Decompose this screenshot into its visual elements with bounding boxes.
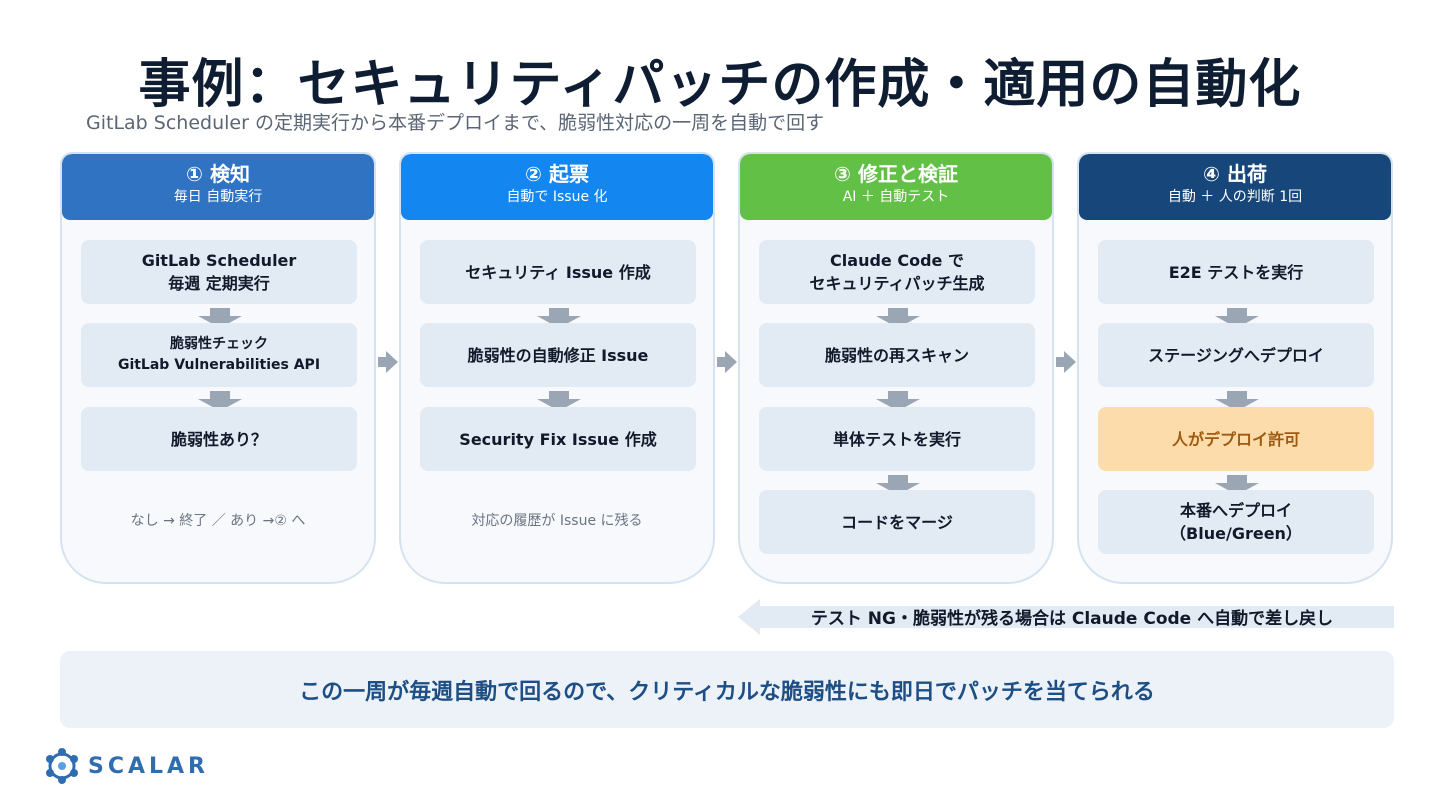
step-box: 本番へデプロイ （Blue/Green） (1098, 490, 1374, 554)
column-detect: ① 検知 毎日 自動実行 GitLab Scheduler 毎週 定期実行 脆弱… (60, 152, 376, 584)
column-subtitle: 自動で Issue 化 (506, 189, 608, 205)
step-box: 脆弱性の自動修正 Issue (420, 323, 696, 387)
step-line: セキュリティ Issue 作成 (465, 262, 651, 282)
step-line: 本番へデプロイ (1179, 501, 1292, 520)
column-subtitle: 毎日 自動実行 (173, 189, 263, 205)
step-line: 脆弱性あり？ (170, 429, 267, 449)
summary-banner: この一周が毎週自動で回るので、クリティカルな脆弱性にも即日でパッチを当てられる (60, 651, 1394, 728)
column-note: 対応の履歴が Issue に残る (471, 513, 643, 529)
step-line: コードをマージ (841, 512, 953, 532)
column-subtitle: AI ＋ 自動テスト (842, 189, 950, 205)
arrow-right-icon (1056, 351, 1076, 373)
column-subtitle: 自動 ＋ 人の判断 1回 (1167, 189, 1303, 205)
column-header: ② 起票 自動で Issue 化 (401, 154, 713, 220)
step-line: 人がデプロイ許可 (1171, 429, 1300, 449)
human-approval-box: 人がデプロイ許可 (1098, 407, 1374, 471)
step-line: Claude Code で (830, 251, 964, 270)
step-box: 脆弱性チェック GitLab Vulnerabilities API (81, 323, 357, 387)
step-line: 脆弱性チェック (170, 336, 268, 352)
column-note: なし → 終了 ／ あり →② へ (130, 513, 306, 529)
page-title: 事例：セキュリティパッチの作成・適用の自動化 (138, 55, 1302, 115)
step-box: ステージングへデプロイ (1098, 323, 1374, 387)
step-line: E2E テストを実行 (1168, 262, 1304, 282)
step-line: 脆弱性の再スキャン (824, 345, 969, 365)
step-line: 脆弱性の自動修正 Issue (467, 345, 649, 365)
step-box: Claude Code で セキュリティパッチ生成 (759, 240, 1035, 304)
feedback-text: テスト NG・脆弱性が残る場合は Claude Code へ自動で差し戻し (810, 609, 1334, 629)
column-ship: ④ 出荷 自動 ＋ 人の判断 1回 E2E テストを実行 ステージングへデプロイ… (1077, 152, 1393, 584)
column-title: ③ 修正と検証 (834, 162, 958, 186)
column-header: ③ 修正と検証 AI ＋ 自動テスト (740, 154, 1052, 220)
step-box: GitLab Scheduler 毎週 定期実行 (81, 240, 357, 304)
column-header: ① 検知 毎日 自動実行 (62, 154, 374, 220)
step-line: セキュリティパッチ生成 (809, 274, 985, 293)
column-fix-verify: ③ 修正と検証 AI ＋ 自動テスト Claude Code で セキュリティパ… (738, 152, 1054, 584)
arrow-left-icon (738, 599, 760, 635)
column-title: ① 検知 (186, 162, 250, 186)
step-box: 脆弱性の再スキャン (759, 323, 1035, 387)
step-line: GitLab Scheduler (141, 251, 297, 270)
step-line: 毎週 定期実行 (168, 274, 270, 293)
brand-logo: SCALAR (44, 748, 209, 784)
arrow-right-icon (378, 351, 398, 373)
page-subtitle: GitLab Scheduler の定期実行から本番デプロイまで、脆弱性対応の一… (86, 112, 825, 134)
arrow-right-icon (717, 351, 737, 373)
step-box: 脆弱性あり？ (81, 407, 357, 471)
step-line: （Blue/Green） (1170, 524, 1302, 543)
step-line: 単体テストを実行 (832, 429, 961, 449)
step-box: セキュリティ Issue 作成 (420, 240, 696, 304)
column-title: ④ 出荷 (1203, 162, 1267, 186)
column-header: ④ 出荷 自動 ＋ 人の判断 1回 (1079, 154, 1391, 220)
step-line: ステージングへデプロイ (1148, 345, 1324, 365)
logo-wordmark: SCALAR (88, 753, 210, 779)
feedback-arrow-body (760, 606, 1394, 628)
step-box: E2E テストを実行 (1098, 240, 1374, 304)
column-title: ② 起票 (525, 162, 589, 186)
step-line: GitLab Vulnerabilities API (117, 357, 321, 373)
column-ticket: ② 起票 自動で Issue 化 セキュリティ Issue 作成 脆弱性の自動修… (399, 152, 715, 584)
step-box: Security Fix Issue 作成 (420, 407, 696, 471)
step-box: 単体テストを実行 (759, 407, 1035, 471)
step-box: コードをマージ (759, 490, 1035, 554)
scalar-logo-icon (46, 748, 78, 784)
step-line: Security Fix Issue 作成 (459, 429, 657, 449)
